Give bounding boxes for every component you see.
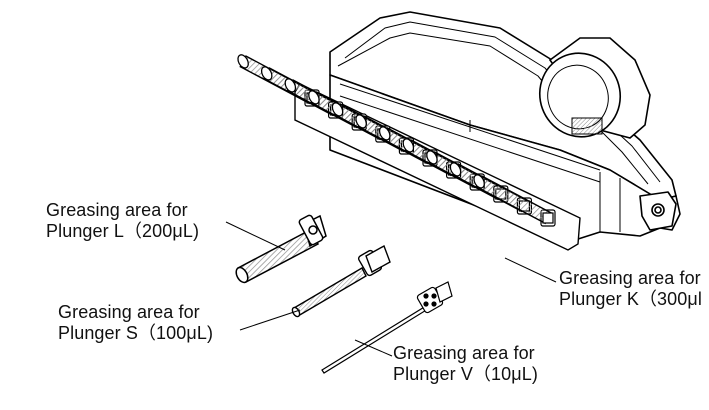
label-plunger-k-line1: Greasing area for	[559, 268, 701, 288]
label-plunger-k: Greasing area for Plunger K（300μl	[559, 268, 702, 310]
label-plunger-k-line2: Plunger K（300μl	[559, 289, 702, 309]
label-plunger-v: Greasing area for Plunger V（10μL)	[393, 343, 538, 385]
plunger-v	[321, 281, 453, 374]
label-plunger-l: Greasing area for Plunger L（200μL)	[46, 200, 199, 242]
label-plunger-s: Greasing area for Plunger S（100μL)	[58, 302, 213, 344]
label-plunger-l-line2: Plunger L（200μL)	[46, 221, 200, 241]
label-plunger-v-line2: Plunger V（10μL)	[393, 364, 538, 384]
plunger-l	[235, 214, 327, 284]
motor-cylinder	[538, 37, 651, 139]
label-plunger-v-line1: Greasing area for	[393, 343, 535, 363]
pump-housing	[329, 11, 681, 241]
label-plunger-l-line1: Greasing area for	[46, 200, 188, 220]
leader-lines	[225, 221, 557, 357]
label-plunger-s-line1: Greasing area for	[58, 302, 200, 322]
block-plunger-group	[237, 54, 554, 225]
label-plunger-s-line2: Plunger S（100μL)	[58, 323, 214, 343]
plunger-s	[291, 244, 391, 318]
block-plunger	[473, 174, 554, 225]
